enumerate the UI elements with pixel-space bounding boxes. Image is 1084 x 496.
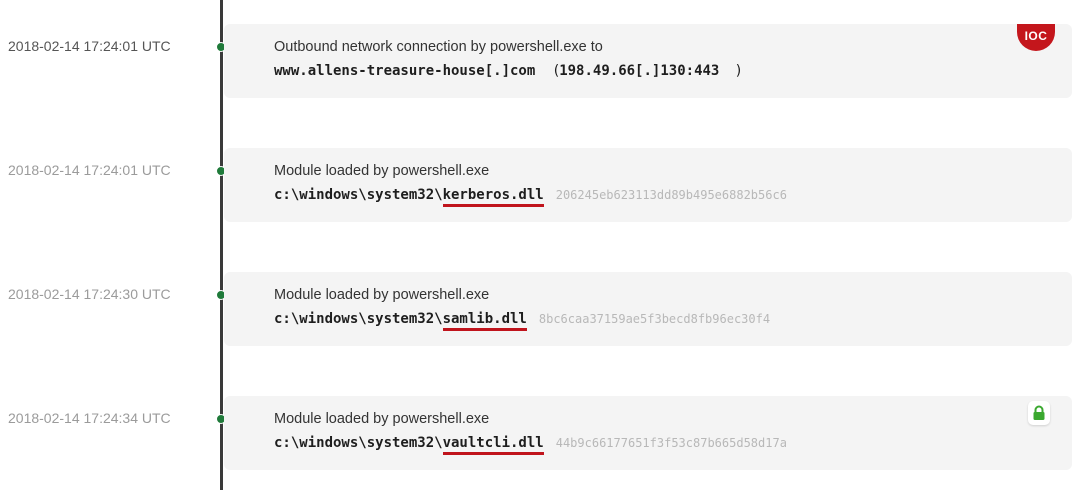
module-hash[interactable]: 206245eb623113dd89b495e6882b56c6 (555, 188, 787, 202)
event-timestamp: 2018-02-14 17:24:01 UTC (8, 162, 171, 178)
module-path: c:\windows\system32\ (274, 187, 443, 203)
event-detail: c:\windows\system32\kerberos.dll 206245eb… (274, 187, 787, 207)
module-path: c:\windows\system32\ (274, 311, 443, 327)
event-title: Module loaded by powershell.exe (274, 287, 490, 303)
event-card[interactable]: Module loaded by powershell.exe c:\windo… (224, 396, 1072, 470)
module-name[interactable]: samlib.dll (442, 311, 527, 331)
event-detail: www.allens-treasure-house[.]com (198.49.… (274, 63, 741, 79)
event-timestamp: 2018-02-14 17:24:30 UTC (8, 286, 171, 302)
connection-address[interactable]: 198.49.66[.]130:443 (559, 63, 720, 79)
timeline-event[interactable]: 2018-02-14 17:24:01 UTC Module loaded by… (0, 148, 1084, 248)
timeline-event[interactable]: 2018-02-14 17:24:01 UTC Outbound network… (0, 24, 1084, 124)
connection-domain[interactable]: www.allens-treasure-house[.]com (274, 63, 536, 79)
lock-icon[interactable] (1028, 401, 1050, 425)
paren-open: ( (553, 63, 560, 79)
module-name[interactable]: vaultcli.dll (442, 435, 544, 455)
event-title: Module loaded by powershell.exe (274, 411, 490, 427)
event-timestamp: 2018-02-14 17:24:34 UTC (8, 410, 171, 426)
event-detail: c:\windows\system32\samlib.dll 8bc6caa371… (274, 311, 770, 331)
event-title: Outbound network connection by powershel… (274, 39, 603, 55)
timeline-line (220, 0, 223, 490)
event-card[interactable]: Module loaded by powershell.exe c:\windo… (224, 272, 1072, 346)
event-timestamp: 2018-02-14 17:24:01 UTC (8, 38, 171, 54)
timeline-event[interactable]: 2018-02-14 17:24:34 UTC Module loaded by… (0, 396, 1084, 496)
event-card[interactable]: Outbound network connection by powershel… (224, 24, 1072, 98)
module-name[interactable]: kerberos.dll (442, 187, 544, 207)
module-path: c:\windows\system32\ (274, 435, 443, 451)
ioc-badge[interactable]: IOC (1017, 24, 1055, 51)
event-detail: c:\windows\system32\vaultcli.dll 44b9c661… (274, 435, 787, 455)
event-title: Module loaded by powershell.exe (274, 163, 490, 179)
module-hash[interactable]: 44b9c66177651f3f53c87b665d58d17a (555, 436, 787, 450)
module-hash[interactable]: 8bc6caa37159ae5f3becd8fb96ec30f4 (538, 312, 771, 326)
timeline-event[interactable]: 2018-02-14 17:24:30 UTC Module loaded by… (0, 272, 1084, 372)
paren-close: ) (735, 63, 742, 79)
lock-icon (1033, 405, 1045, 420)
event-card[interactable]: Module loaded by powershell.exe c:\windo… (224, 148, 1072, 222)
